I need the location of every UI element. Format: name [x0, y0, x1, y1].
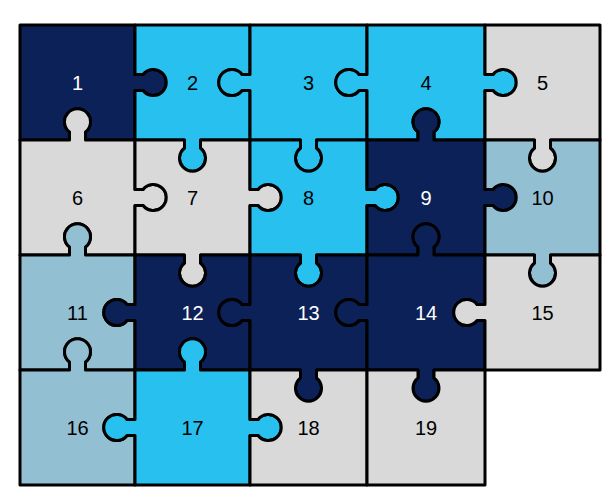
puzzle-piece: 19 [367, 370, 485, 485]
piece-number: 1 [72, 73, 83, 93]
piece-number: 13 [297, 303, 319, 323]
piece-number: 16 [66, 418, 88, 438]
piece-number: 10 [531, 188, 553, 208]
piece-outline [367, 370, 485, 485]
puzzle-piece: 10 [485, 140, 600, 255]
piece-number: 7 [187, 188, 198, 208]
piece-number: 6 [72, 188, 83, 208]
puzzle-piece: 18 [250, 370, 367, 485]
piece-number: 2 [187, 73, 198, 93]
puzzle-piece: 8 [250, 140, 367, 255]
puzzle-piece: 7 [135, 140, 250, 255]
piece-outline [454, 255, 600, 370]
piece-number: 3 [303, 73, 314, 93]
piece-number: 12 [181, 303, 203, 323]
piece-number: 18 [297, 418, 319, 438]
piece-number: 5 [537, 73, 548, 93]
piece-number: 8 [303, 188, 314, 208]
puzzle-piece: 5 [485, 25, 600, 140]
piece-number: 11 [67, 303, 88, 323]
piece-number: 14 [415, 303, 437, 323]
piece-number: 19 [415, 418, 437, 438]
piece-number: 17 [181, 418, 203, 438]
piece-number: 9 [420, 188, 431, 208]
puzzle-piece: 17 [135, 370, 250, 485]
piece-outline [250, 370, 367, 485]
piece-number: 4 [420, 73, 431, 93]
piece-number: 15 [531, 303, 553, 323]
piece-outline [20, 339, 135, 485]
puzzle-piece: 15 [485, 255, 600, 370]
